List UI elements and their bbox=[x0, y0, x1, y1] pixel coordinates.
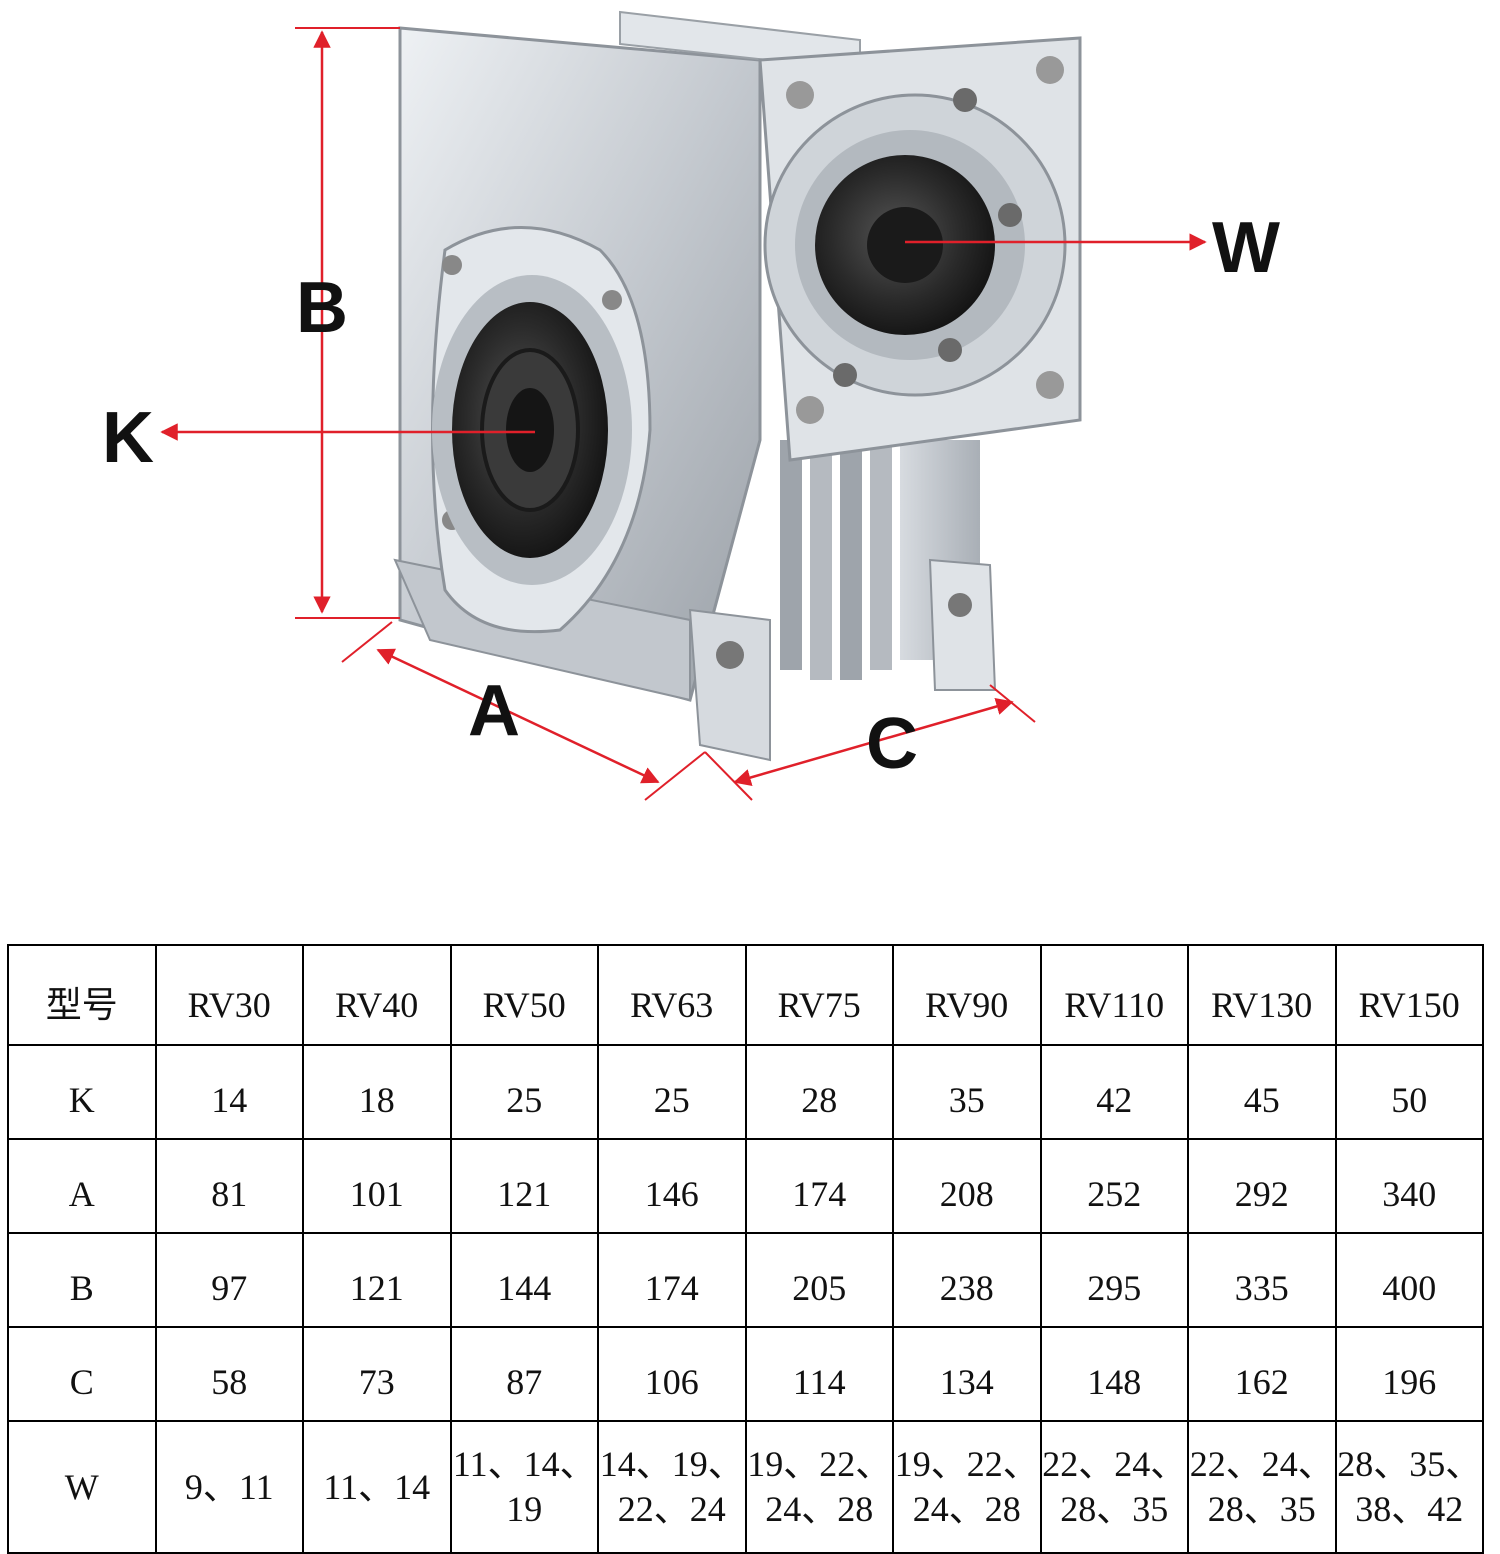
value-cell: 134 bbox=[892, 1326, 1042, 1422]
value-cell: 45 bbox=[1187, 1044, 1337, 1140]
value-cell: 400 bbox=[1334, 1232, 1484, 1328]
model-cell: RV63 bbox=[597, 944, 747, 1046]
value-line: 14、19、 bbox=[599, 1444, 744, 1484]
model-cell: RV90 bbox=[892, 944, 1042, 1046]
value-line: 19、22、 bbox=[894, 1444, 1039, 1484]
value-line: 19 bbox=[506, 1489, 543, 1529]
value-cell: 174 bbox=[744, 1138, 894, 1234]
value-cell: 148 bbox=[1039, 1326, 1189, 1422]
value-line: 28、35 bbox=[1207, 1489, 1316, 1529]
value-line: 22、24、 bbox=[1189, 1444, 1334, 1484]
model-cell: RV40 bbox=[302, 944, 452, 1046]
value-cell: 58 bbox=[154, 1326, 304, 1422]
value-cell: 14 bbox=[154, 1044, 304, 1140]
row-label-cell: W bbox=[7, 1420, 157, 1554]
value-cell: 11、14、 19 bbox=[449, 1420, 599, 1554]
value-cell: 292 bbox=[1187, 1138, 1337, 1234]
value-cell: 252 bbox=[1039, 1138, 1189, 1234]
value-cell: 42 bbox=[1039, 1044, 1189, 1140]
value-line: 19、22、 bbox=[747, 1444, 892, 1484]
value-cell: 50 bbox=[1334, 1044, 1484, 1140]
table-row-b: B 97 121 144 174 205 238 295 335 400 bbox=[7, 1232, 1484, 1328]
value-cell: 11、14 bbox=[302, 1420, 452, 1554]
value-cell: 22、24、 28、35 bbox=[1039, 1420, 1189, 1554]
gearbox-body bbox=[393, 10, 1082, 762]
header-label-cell: 型号 bbox=[7, 944, 157, 1046]
label-k: K bbox=[102, 398, 154, 478]
value-line: 11、14 bbox=[323, 1466, 431, 1507]
value-cell: 121 bbox=[302, 1232, 452, 1328]
value-cell: 106 bbox=[597, 1326, 747, 1422]
value-line: 11、14、 bbox=[452, 1444, 596, 1484]
label-c: C bbox=[866, 704, 918, 784]
row-label-cell: K bbox=[7, 1044, 157, 1140]
label-a: A bbox=[468, 671, 520, 751]
value-line: 38、42 bbox=[1355, 1489, 1464, 1529]
value-cell: 162 bbox=[1187, 1326, 1337, 1422]
spec-table: 型号 RV30 RV40 RV50 RV63 RV75 RV90 RV110 R… bbox=[7, 944, 1484, 1554]
output-flange bbox=[431, 226, 652, 634]
value-cell: 101 bbox=[302, 1138, 452, 1234]
dimension-b bbox=[295, 27, 400, 619]
value-line: 28、35 bbox=[1060, 1489, 1169, 1529]
value-cell: 73 bbox=[302, 1326, 452, 1422]
value-cell: 28、35、 38、42 bbox=[1334, 1420, 1484, 1554]
row-label-cell: B bbox=[7, 1232, 157, 1328]
value-cell: 28 bbox=[744, 1044, 894, 1140]
value-line: 22、24、 bbox=[1042, 1444, 1187, 1484]
model-cell: RV50 bbox=[449, 944, 599, 1046]
label-w: W bbox=[1212, 208, 1280, 288]
gearbox-figure: B K W A C bbox=[102, 10, 1280, 801]
value-line: 9、11 bbox=[184, 1466, 274, 1507]
value-cell: 205 bbox=[744, 1232, 894, 1328]
model-cell: RV75 bbox=[744, 944, 894, 1046]
model-cell: RV30 bbox=[154, 944, 304, 1046]
value-line: 24、28 bbox=[765, 1489, 874, 1529]
row-label-cell: C bbox=[7, 1326, 157, 1422]
value-cell: 81 bbox=[154, 1138, 304, 1234]
label-b: B bbox=[296, 268, 348, 348]
dimension-a bbox=[341, 621, 706, 801]
value-cell: 25 bbox=[597, 1044, 747, 1140]
value-cell: 340 bbox=[1334, 1138, 1484, 1234]
value-cell: 9、11 bbox=[154, 1420, 304, 1554]
table-row-c: C 58 73 87 106 114 134 148 162 196 bbox=[7, 1326, 1484, 1422]
value-line: 28、35、 bbox=[1337, 1444, 1482, 1484]
value-cell: 19、22、 24、28 bbox=[892, 1420, 1042, 1554]
value-line: 22、24 bbox=[617, 1489, 726, 1529]
row-label-cell: A bbox=[7, 1138, 157, 1234]
value-cell: 97 bbox=[154, 1232, 304, 1328]
value-cell: 174 bbox=[597, 1232, 747, 1328]
value-cell: 144 bbox=[449, 1232, 599, 1328]
table-row-a: A 81 101 121 146 174 208 252 292 340 bbox=[7, 1138, 1484, 1234]
value-cell: 335 bbox=[1187, 1232, 1337, 1328]
value-cell: 25 bbox=[449, 1044, 599, 1140]
value-cell: 295 bbox=[1039, 1232, 1189, 1328]
value-cell: 18 bbox=[302, 1044, 452, 1140]
dimension-c bbox=[704, 684, 1036, 801]
table-row-k: K 14 18 25 25 28 35 42 45 50 bbox=[7, 1044, 1484, 1140]
value-cell: 14、19、 22、24 bbox=[597, 1420, 747, 1554]
value-cell: 87 bbox=[449, 1326, 599, 1422]
value-cell: 35 bbox=[892, 1044, 1042, 1140]
value-cell: 238 bbox=[892, 1232, 1042, 1328]
value-cell: 114 bbox=[744, 1326, 894, 1422]
model-cell: RV150 bbox=[1334, 944, 1484, 1046]
model-cell: RV110 bbox=[1039, 944, 1189, 1046]
table-row-w: W 9、11 11、14 11、14、 19 14、19、 22、24 19、22、… bbox=[7, 1420, 1484, 1554]
value-cell: 22、24、 28、35 bbox=[1187, 1420, 1337, 1554]
value-cell: 19、22、 24、28 bbox=[744, 1420, 894, 1554]
value-cell: 208 bbox=[892, 1138, 1042, 1234]
table-header-row: 型号 RV30 RV40 RV50 RV63 RV75 RV90 RV110 R… bbox=[7, 944, 1484, 1046]
input-flange bbox=[758, 36, 1082, 462]
value-cell: 146 bbox=[597, 1138, 747, 1234]
value-cell: 121 bbox=[449, 1138, 599, 1234]
value-line: 24、28 bbox=[912, 1489, 1021, 1529]
value-cell: 196 bbox=[1334, 1326, 1484, 1422]
model-cell: RV130 bbox=[1187, 944, 1337, 1046]
